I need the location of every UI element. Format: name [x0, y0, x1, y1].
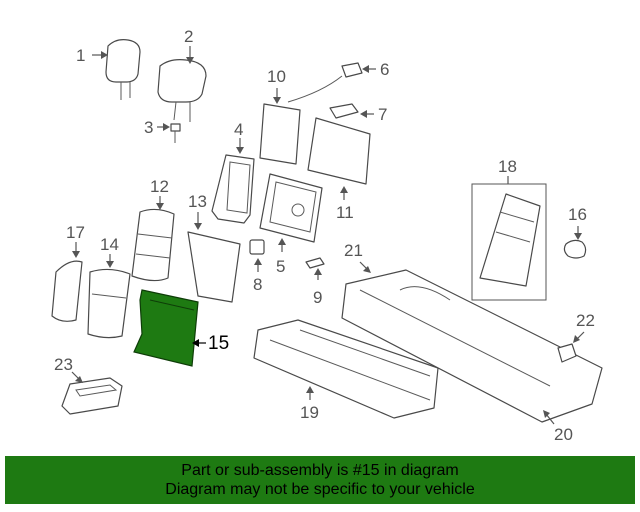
part-11-panel [307, 117, 371, 185]
callout-16: 16 [568, 205, 587, 224]
part-19-seat-frame [253, 319, 439, 419]
part-15-shape [133, 289, 199, 367]
part-12-backrest-cushion [131, 208, 175, 282]
callout-12: 12 [150, 177, 169, 196]
callout-5: 5 [276, 257, 285, 276]
part-13-panel [187, 231, 241, 303]
part-2-headrest [157, 59, 207, 122]
callout-13: 13 [188, 192, 207, 211]
part-15-highlighted [133, 289, 199, 367]
part-14-cushion [87, 268, 131, 339]
callout-2: 2 [184, 27, 193, 46]
callout-9: 9 [313, 288, 322, 307]
highlight-banner: Part or sub-assembly is #15 in diagram D… [5, 456, 635, 504]
callout-14: 14 [100, 235, 119, 254]
part-23-tray [61, 377, 123, 415]
callout-20: 20 [554, 425, 573, 444]
callout-8: 8 [253, 275, 262, 294]
part-1-headrest [105, 39, 141, 100]
callout-17: 17 [66, 223, 85, 242]
banner-line-1: Part or sub-assembly is #15 in diagram [181, 462, 459, 479]
parts-diagram: 1 2 3 4 5 6 7 [51, 27, 603, 444]
callout-10: 10 [267, 67, 286, 86]
part-5-seat-frame [259, 173, 323, 243]
part-4-backrest-frame [211, 154, 255, 224]
callout-11: 11 [336, 203, 354, 222]
callout-6: 6 [380, 60, 389, 79]
part-18-boxed-assembly [471, 183, 547, 301]
part-10-panel [259, 103, 301, 165]
callout-19: 19 [300, 403, 319, 422]
part-7-latch [329, 103, 359, 119]
callout-15: 15 [208, 333, 229, 354]
part-3-pin [170, 123, 181, 143]
callout-1: 1 [76, 46, 85, 65]
part-16-clip [563, 239, 587, 259]
part-21-seat-cushion [341, 269, 603, 423]
callout-4: 4 [234, 120, 243, 139]
part-8-clip [249, 239, 265, 255]
callout-23: 23 [54, 355, 73, 374]
callout-22: 22 [576, 311, 595, 330]
callout-7: 7 [378, 105, 387, 124]
callout-18: 18 [498, 157, 517, 176]
part-6-bracket [287, 62, 363, 103]
part-9-clip [305, 257, 325, 269]
banner-line-2: Diagram may not be specific to your vehi… [165, 481, 475, 498]
part-22-cap [557, 343, 577, 363]
callout-21: 21 [344, 241, 363, 260]
part-17-side-bolster [51, 260, 83, 322]
callout-3: 3 [144, 118, 153, 137]
